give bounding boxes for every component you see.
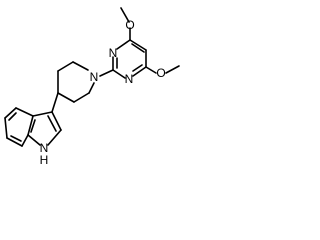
bond-n3-c4 [116, 39, 131, 50]
bond-indole-c7a-c3a-double [30, 119, 36, 133]
atom-n-pyrimidine-left: N [125, 72, 134, 86]
atom-n-pyrimidine-top: N [109, 46, 118, 60]
bond-pip-c4-c5 [57, 92, 75, 103]
bond-pip-n-c2 [72, 61, 89, 71]
bond-indole-c7a-c3a [27, 115, 34, 136]
bond-c4-c5 [129, 39, 147, 51]
bond-indole-c4-c5 [4, 107, 17, 119]
bond-indole-c6-c7-double [10, 135, 22, 142]
bond-indole-c3-c2-double [47, 115, 57, 132]
bond-o-right-methyl [165, 65, 180, 74]
atom-n-piperidine: N [90, 70, 99, 84]
bond-pip-c4-indole-c3 [51, 92, 59, 113]
bond-n1-c2 [112, 69, 126, 79]
atom-o-methoxy-right: O [156, 66, 165, 80]
bond-methyl-o-top [120, 7, 130, 23]
bond-indole-c5-c6 [4, 117, 8, 139]
bond-pip-c6-n [88, 82, 95, 94]
bond-indole-c6-c7 [6, 137, 23, 147]
bond-c6-n1-double [132, 64, 143, 72]
bond-indole-c3-c3a [32, 111, 53, 117]
bond-indole-n1-c7a [27, 134, 41, 146]
bond-indole-c3-c2 [51, 111, 62, 131]
bond-indole-c4-c5-double [8, 112, 17, 121]
bond-indole-c7-c7a [21, 134, 29, 147]
bond-indole-c2-n1 [47, 129, 62, 146]
bond-indole-c3a-c4 [15, 107, 34, 117]
atom-n-indole: N [40, 141, 49, 155]
bond-pip-c2-c3 [57, 61, 74, 72]
bond-c4-c5-double [131, 43, 145, 53]
chemical-structure-diagram: O N O N N N H [4, 7, 180, 166]
atom-h-indole: H [40, 153, 49, 166]
bond-c2-n-piperidine [99, 69, 114, 77]
bond-c6-n1 [132, 66, 147, 77]
atom-labels: O N O N N N H [40, 18, 166, 166]
bond-c6-o-right [145, 66, 157, 74]
bond-pip-c5-c6 [73, 92, 90, 103]
atom-o-methoxy-top: O [125, 18, 134, 32]
bonds [4, 7, 180, 147]
